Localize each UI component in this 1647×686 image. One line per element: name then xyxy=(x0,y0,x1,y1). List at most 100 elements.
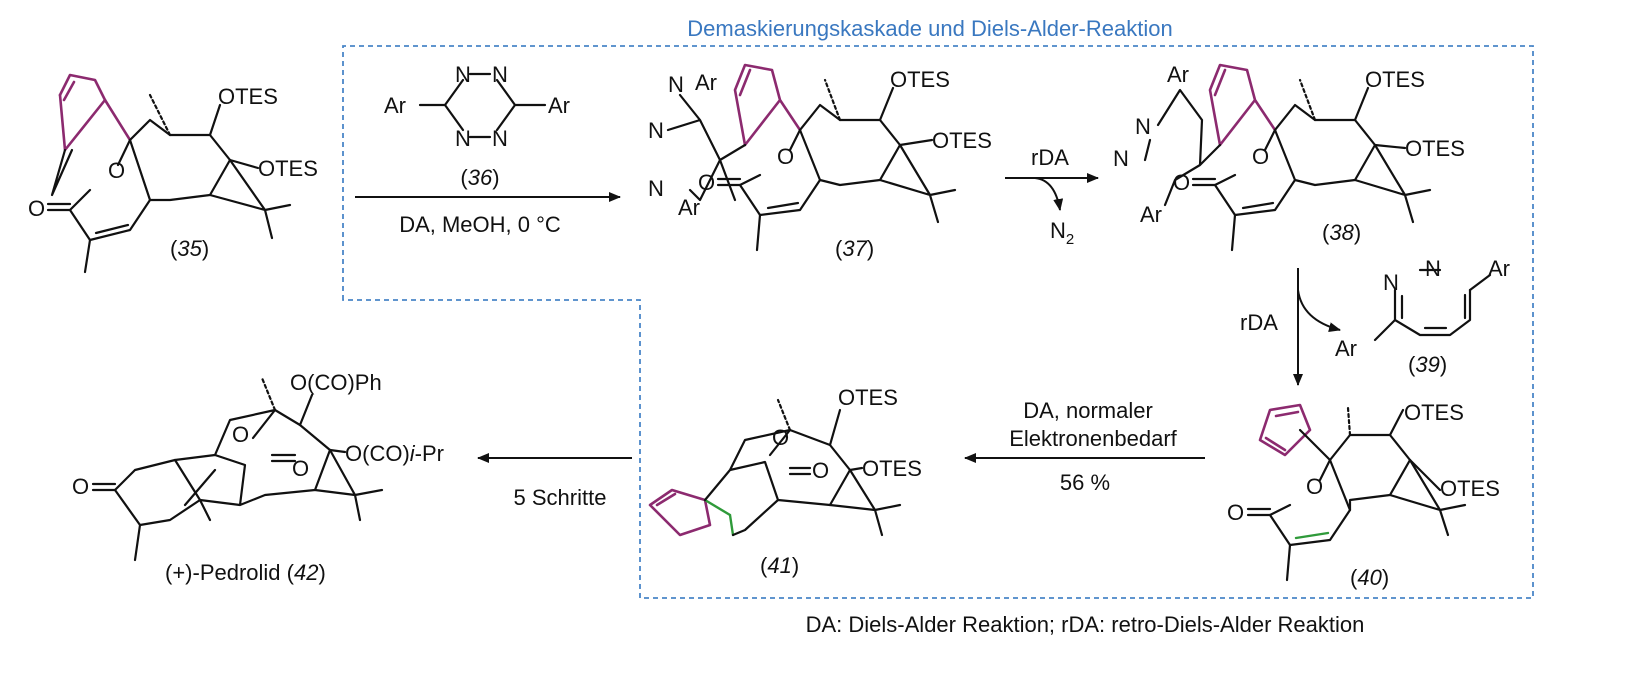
bicyclic-side xyxy=(58,93,107,152)
label-38-ar-top: Ar xyxy=(1167,62,1189,87)
compound-number-41: (41) xyxy=(760,553,799,578)
label-41-otes1: OTES xyxy=(838,385,898,410)
label-38-otes2: OTES xyxy=(1405,136,1465,161)
compound-36-tetrazine: N N N N Ar Ar xyxy=(384,62,570,151)
otes-bonds-38 xyxy=(1353,86,1407,150)
compound-number-39: (39) xyxy=(1408,352,1447,377)
methyl-40 xyxy=(1285,543,1292,582)
compound-37: Ar N N N Ar OTES OTES O O (37) xyxy=(648,63,992,261)
cyclopropane-40 xyxy=(1388,458,1467,537)
label-36-n3: N xyxy=(455,126,471,151)
lactone-double-38 xyxy=(1230,201,1275,252)
label-40-otes1: OTES xyxy=(1404,400,1464,425)
label-38-n1: N xyxy=(1135,114,1151,139)
diene-41 xyxy=(648,488,712,537)
pyridazine-doubles xyxy=(1400,293,1467,330)
label-41-o2: O xyxy=(812,458,829,483)
label-42-o1: O xyxy=(232,422,249,447)
footnote: DA: Diels-Alder Reaktion; rDA: retro-Die… xyxy=(806,612,1365,637)
ester-bonds-42 xyxy=(298,393,347,454)
label-36-ar-right: Ar xyxy=(548,93,570,118)
lactone-38 xyxy=(1213,128,1297,217)
label-35-o-ring: O xyxy=(108,158,125,183)
label-40-otes2: OTES xyxy=(1440,476,1500,501)
bicyclic-38 xyxy=(1208,63,1277,147)
cyclohexane-40 xyxy=(1328,433,1412,512)
label-39-ar-right: Ar xyxy=(1488,256,1510,281)
compound-42-pedrolid: O(CO)Ph O(CO)i-Pr O O O (+)-Pedrolid (42… xyxy=(72,370,444,585)
label-41-o1: O xyxy=(772,425,789,450)
lactone-40 xyxy=(1268,458,1352,547)
bicyclic-lower xyxy=(50,148,74,197)
compound-41: OTES OTES O O (41) xyxy=(648,385,922,578)
label-42-ester2: O(CO)i-Pr xyxy=(345,441,444,466)
cage-42 xyxy=(173,408,332,507)
label-36-n4: N xyxy=(492,126,508,151)
label-37-n2: N xyxy=(648,118,664,143)
label-37-otes1: OTES xyxy=(890,67,950,92)
otes-bonds-40 xyxy=(1388,408,1442,492)
label-37-ar-top: Ar xyxy=(695,70,717,95)
label-38-ar-bottom: Ar xyxy=(1140,202,1162,227)
label-35-o-carbonyl: O xyxy=(28,196,45,221)
arrow-4-line2: Elektronenbedarf xyxy=(1009,426,1177,451)
otes-bond-35b xyxy=(228,158,260,170)
compound-number-35: (35) xyxy=(170,236,209,261)
cyclopropane-38 xyxy=(1353,143,1432,224)
label-37-otes2: OTES xyxy=(932,128,992,153)
label-39-n2: N xyxy=(1425,256,1441,281)
arrow-3-label: rDA xyxy=(1240,310,1278,335)
otes-bonds-37 xyxy=(878,86,934,147)
label-42-o-ketone: O xyxy=(72,474,89,499)
label-37-o-carbonyl: O xyxy=(698,170,715,195)
lactone-double xyxy=(94,223,130,235)
label-38-o-ring: O xyxy=(1252,144,1269,169)
label-37-ar-bottom: Ar xyxy=(678,195,700,220)
label-38-n2: N xyxy=(1113,146,1129,171)
label-35-otes2: OTES xyxy=(258,156,318,181)
lactone-ring xyxy=(68,138,152,242)
label-36-ar-left: Ar xyxy=(384,93,406,118)
label-36-n2: N xyxy=(492,62,508,87)
compound-number-38: (38) xyxy=(1322,220,1361,245)
label-39-n1: N xyxy=(1383,270,1399,295)
compound-name-42: (+)-Pedrolid (42) xyxy=(165,560,326,585)
methyl-dash-35 xyxy=(148,93,172,137)
compound-35: OTES OTES O O (35) xyxy=(28,73,318,274)
green-bond-41 xyxy=(703,498,735,537)
cage-37 xyxy=(666,93,747,202)
label-35-otes1: OTES xyxy=(218,84,278,109)
bicyclic-37 xyxy=(733,63,802,147)
cyclopropane-37 xyxy=(878,143,957,224)
lactone-37 xyxy=(738,128,822,217)
arrow-4-yield: 56 % xyxy=(1060,470,1110,495)
tetrazine-ring xyxy=(443,78,517,132)
label-38-otes1: OTES xyxy=(1365,67,1425,92)
lactone-double-37 xyxy=(755,201,800,252)
label-39-ar-left: Ar xyxy=(1335,336,1357,361)
arrow-2-label: rDA xyxy=(1031,145,1069,170)
green-double-40 xyxy=(1294,531,1330,540)
cyclopropane-35 xyxy=(208,158,292,240)
label-42-ester1: O(CO)Ph xyxy=(290,370,382,395)
arrow-3-curve xyxy=(1297,289,1341,333)
label-42-o2: O xyxy=(292,456,309,481)
methyl-dash-40 xyxy=(1346,406,1352,437)
bicyclic-double-bond xyxy=(62,80,76,102)
bridge-42 xyxy=(183,408,297,522)
label-40-o-ring: O xyxy=(1306,474,1323,499)
pyridazine-ar-bonds xyxy=(1373,273,1492,342)
tetrazine-doubles xyxy=(468,72,492,139)
otes-bonds-41 xyxy=(828,408,864,472)
cp-link-40 xyxy=(1298,428,1332,462)
arrow-1-reagent: (36) xyxy=(460,165,499,190)
arrow-2-curve xyxy=(1034,177,1064,211)
arrow-1-conditions: DA, MeOH, 0 °C xyxy=(399,212,561,237)
arrow-2-byproduct: N2 xyxy=(1050,218,1074,248)
dihydropyridazine-38 xyxy=(1143,88,1222,207)
compound-39-pyridazine: N N Ar Ar (39) xyxy=(1335,256,1510,377)
compound-number-40: (40) xyxy=(1350,565,1389,590)
methyl-dash-38 xyxy=(1298,78,1317,122)
compound-38: Ar N N Ar OTES OTES O O (38) xyxy=(1113,62,1465,252)
bridge-41 xyxy=(768,428,812,476)
